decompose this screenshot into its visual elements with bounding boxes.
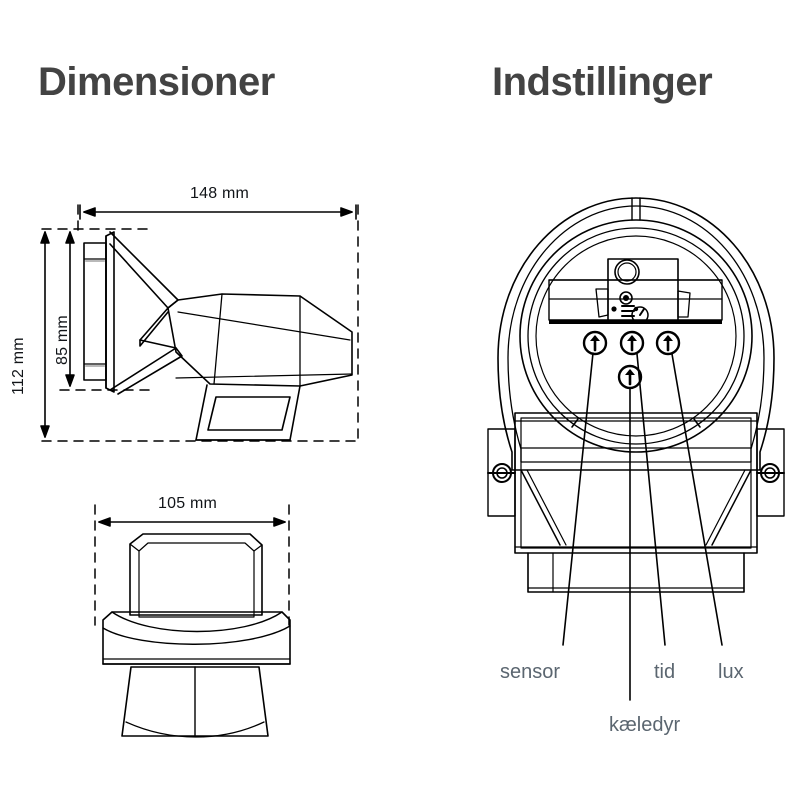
side-view-datum-lines [41,204,359,442]
dimension-label-height-total: 112 mm [10,337,27,395]
callout-label-tid: tid [654,661,676,683]
knob-lux [655,330,681,356]
product-side-view [83,231,353,441]
mounting-bracket [487,412,785,593]
dimension-arrow-112mm [40,231,50,438]
dimension-arrow-105mm [98,517,286,527]
dimension-label-height-body: 85 mm [54,315,71,365]
dimension-arrow-148mm [79,204,357,220]
callout-label-sensor: sensor [500,661,561,683]
adjustment-knobs [582,330,681,390]
callout-leader-lines [562,352,723,701]
product-front-view [102,533,291,738]
knob-tid [619,330,645,356]
knob-kaeledyr [617,364,643,390]
dimension-label-width-side: 148 mm [190,185,249,202]
callout-label-lux: lux [718,661,744,683]
settings-heading: Indstillinger [492,60,713,104]
product-settings-view [487,197,785,701]
callout-label-kaeledyr: kæledyr [609,714,681,736]
knob-sensor [582,330,608,356]
dimensions-heading: Dimensioner [38,60,275,104]
dimension-label-width-front: 105 mm [158,495,217,512]
front-view-datum-lines [94,504,290,626]
